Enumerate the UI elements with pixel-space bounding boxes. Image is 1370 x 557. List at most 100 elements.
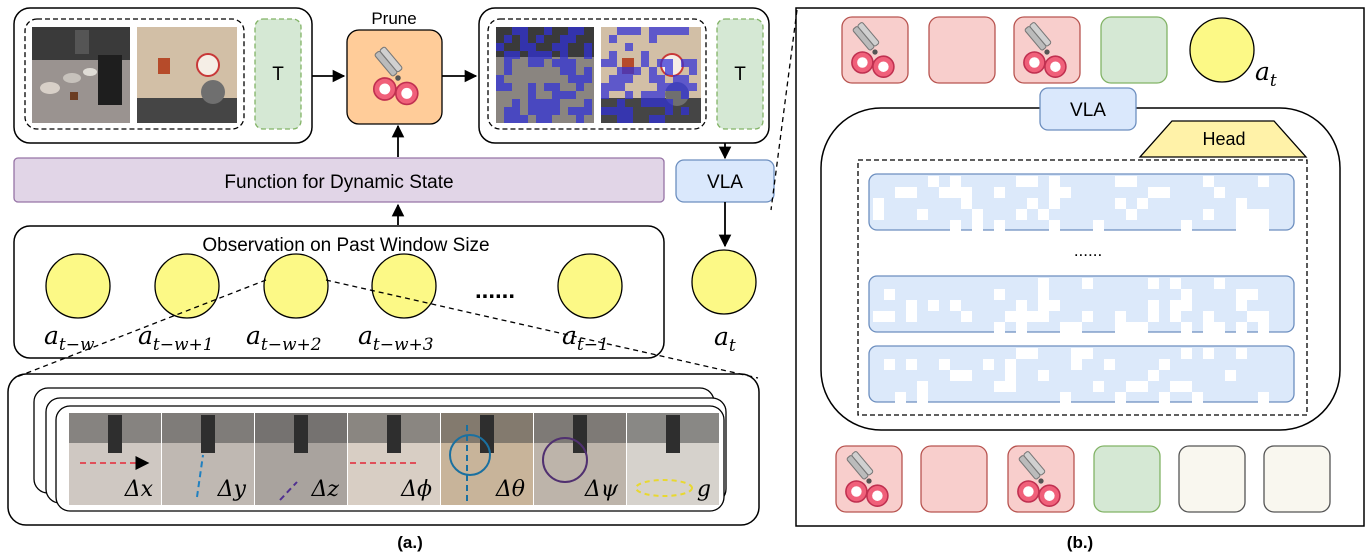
pruned-patch bbox=[568, 67, 576, 75]
pruned-patch bbox=[568, 27, 576, 35]
pruned-token-cell bbox=[1049, 198, 1060, 209]
past-action-circle bbox=[371, 253, 437, 319]
pruned-token-cell bbox=[1038, 311, 1049, 322]
pruned-patch bbox=[528, 91, 536, 99]
pruned-image-1 bbox=[496, 27, 594, 123]
pruned-token-cell bbox=[906, 359, 917, 370]
pruned-patch bbox=[504, 35, 512, 43]
input-image-group-box bbox=[24, 18, 245, 130]
pruned-token-cell bbox=[994, 187, 1005, 198]
past-action-circle bbox=[263, 253, 329, 319]
pruned-token-cell bbox=[1115, 198, 1126, 209]
pruned-patch bbox=[633, 27, 641, 35]
pruned-token-cell bbox=[1115, 176, 1126, 187]
output-action-label: at bbox=[1255, 57, 1277, 91]
frame-strip-box bbox=[7, 373, 760, 526]
pruned-patch bbox=[568, 75, 576, 83]
robot-arm bbox=[201, 415, 215, 453]
vla-label: VLA bbox=[1070, 100, 1106, 121]
pruned-patch bbox=[665, 107, 673, 115]
text-token bbox=[1093, 445, 1161, 513]
panel-b: at VLA Head ...... (b.) bbox=[770, 7, 1365, 552]
pruned-token-cell bbox=[1027, 348, 1038, 359]
pruned-token-cell bbox=[1236, 300, 1247, 311]
pruned-token-cell bbox=[1027, 176, 1038, 187]
pruned-token-cell bbox=[1093, 220, 1104, 231]
pruned-patch bbox=[496, 75, 504, 83]
pruned-text-token-box bbox=[716, 18, 764, 130]
pruned-token-cell bbox=[1247, 289, 1258, 300]
pruned-token-cell bbox=[1093, 381, 1104, 392]
pruned-patch bbox=[609, 83, 617, 91]
pruned-patch bbox=[601, 107, 609, 115]
pruned-token-cell bbox=[1181, 348, 1192, 359]
past-action-circle bbox=[45, 253, 111, 319]
input-image-2 bbox=[137, 27, 237, 123]
pruned-token-cell bbox=[1082, 278, 1093, 289]
pruned-token-cell bbox=[1137, 198, 1148, 209]
pruned-token-cell bbox=[1049, 220, 1060, 231]
rotation-ring bbox=[542, 437, 588, 483]
pruned-token-cell bbox=[950, 220, 961, 231]
pruned-patch bbox=[617, 67, 625, 75]
pruned-token-cell bbox=[994, 322, 1005, 333]
pruned-patch bbox=[528, 83, 536, 91]
pruned-token-cell bbox=[1137, 322, 1148, 333]
past-action-label: at−w+2 bbox=[246, 321, 322, 355]
pruned-token-cell bbox=[884, 359, 895, 370]
image-token bbox=[928, 16, 996, 84]
pruned-token-cell bbox=[950, 187, 961, 198]
pruned-token-cell bbox=[1170, 381, 1181, 392]
pruned-token-cell bbox=[1214, 278, 1225, 289]
pruned-patch bbox=[520, 43, 528, 51]
pruned-patch bbox=[544, 99, 552, 107]
pruned-token-cell bbox=[1214, 187, 1225, 198]
pruned-patch bbox=[681, 59, 689, 67]
pruned-token-cell bbox=[994, 381, 1005, 392]
pruned-token-cell bbox=[1016, 176, 1027, 187]
past-actions-ellipsis: ...... bbox=[475, 277, 515, 304]
output-action-label: at bbox=[714, 322, 736, 356]
pruned-token-cell bbox=[1181, 381, 1192, 392]
pruned-token-cell bbox=[917, 392, 928, 403]
past-action-label: at−1 bbox=[562, 321, 609, 355]
pruned-patch bbox=[504, 107, 512, 115]
text-token bbox=[1100, 16, 1168, 84]
pruned-token-cell bbox=[939, 359, 950, 370]
pruned-token-cell bbox=[1005, 370, 1016, 381]
pruned-token-cell bbox=[1170, 311, 1181, 322]
pruned-token-cell bbox=[961, 311, 972, 322]
pruned-token-cell bbox=[1104, 359, 1115, 370]
pruned-token-cell bbox=[906, 300, 917, 311]
vla-box bbox=[1039, 87, 1137, 131]
pruned-token-cell bbox=[1258, 392, 1269, 403]
pruned-patch bbox=[536, 51, 544, 59]
pruned-patch bbox=[568, 107, 576, 115]
pruned-patch bbox=[689, 83, 697, 91]
pruned-patch bbox=[649, 67, 657, 75]
pruned-patch bbox=[512, 107, 520, 115]
pruned-patch bbox=[625, 75, 633, 83]
pruned-patch bbox=[625, 27, 633, 35]
pruned-token-cell bbox=[1005, 311, 1016, 322]
pruned-token-cell bbox=[1071, 348, 1082, 359]
pruned-patch bbox=[536, 59, 544, 67]
dof-label: g bbox=[697, 477, 711, 502]
pruned-token-cell bbox=[1203, 209, 1214, 220]
caption-b: (b.) bbox=[1067, 533, 1093, 552]
pruned-patch bbox=[512, 115, 520, 123]
pruned-patch bbox=[649, 99, 657, 107]
pruned-patch bbox=[625, 107, 633, 115]
pruned-patch bbox=[617, 75, 625, 83]
pruned-token-cell bbox=[1148, 370, 1159, 381]
pruned-token-cell bbox=[1126, 381, 1137, 392]
robot-arm bbox=[294, 415, 308, 453]
pruned-patch bbox=[657, 99, 665, 107]
pruned-token-cell bbox=[1214, 322, 1225, 333]
pruned-token-cell bbox=[1137, 381, 1148, 392]
pruned-patch bbox=[584, 99, 592, 107]
pruned-token-cell bbox=[1115, 392, 1126, 403]
pruned-patch bbox=[649, 115, 657, 123]
pruned-token-cell bbox=[1258, 220, 1269, 231]
input-image-1 bbox=[32, 27, 130, 123]
